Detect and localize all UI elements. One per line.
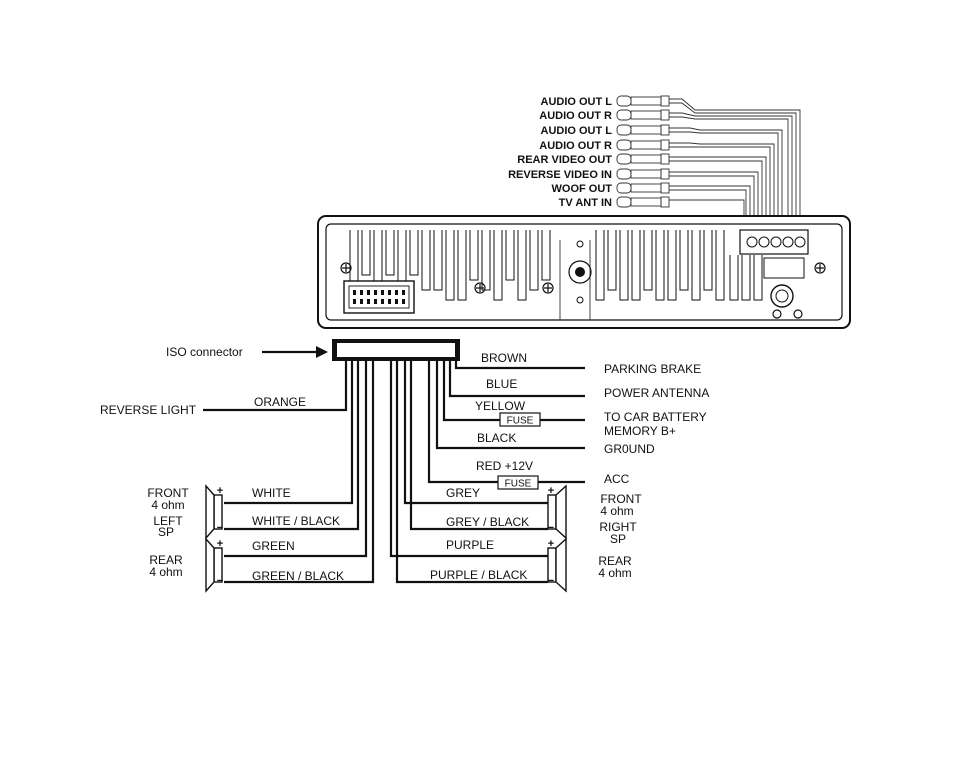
speaker-fr-line4: SP [610, 532, 626, 546]
rca-label-audio-out-l-2: AUDIO OUT L [541, 125, 613, 137]
rca-plug-2 [616, 109, 670, 121]
wire-label-grey: GREY [446, 486, 480, 500]
rca-labels: AUDIO OUT L AUDIO OUT R AUDIO OUT L AUDI… [508, 96, 612, 209]
rca-plug-7 [616, 182, 670, 194]
rca-label-audio-out-r-1: AUDIO OUT R [539, 110, 612, 122]
label-memory-b: MEMORY B+ [604, 424, 676, 438]
wire-label-green-black: GREEN / BLACK [252, 569, 344, 583]
label-reverse-light: REVERSE LIGHT [100, 403, 197, 417]
rca-plug-5 [616, 153, 670, 165]
rca-cables [669, 98, 801, 235]
wire-label-green: GREEN [252, 539, 295, 553]
speaker-rear-left-icon: + − [205, 537, 223, 593]
fuse-acc-label: FUSE [505, 479, 532, 490]
head-unit [317, 215, 851, 329]
heatsink-fins [349, 230, 763, 301]
label-ground: GR0UND [604, 442, 655, 456]
function-labels: PARKING BRAKE POWER ANTENNA TO CAR BATTE… [100, 362, 709, 486]
wire-label-purple-black: PURPLE / BLACK [430, 568, 527, 582]
rca-label-tv-ant-in: TV ANT IN [559, 197, 612, 209]
speaker-front-right-plus: + [548, 485, 554, 497]
speaker-fr-line1: FRONT [600, 492, 642, 506]
wire-label-brown: BROWN [481, 351, 527, 365]
speaker-front-right-minus: − [548, 522, 554, 534]
iso-arrow-icon [262, 346, 328, 358]
wire-label-grey-black: GREY / BLACK [446, 515, 529, 529]
speaker-rl-line2: 4 ohm [149, 565, 182, 579]
speaker-rear-left-plus: + [217, 538, 223, 550]
wire-labels: BROWN BLUE YELLOW BLACK RED +12V ORANGE … [252, 351, 533, 583]
speaker-rr-line2: 4 ohm [598, 566, 631, 580]
fuse-battery: FUSE [499, 412, 541, 427]
fuse-acc: FUSE [497, 475, 539, 490]
speaker-rear-right-icon: + − [547, 537, 567, 593]
rca-label-woof-out: WOOF OUT [552, 183, 613, 195]
wire-label-purple: PURPLE [446, 538, 494, 552]
rca-label-audio-out-r-2: AUDIO OUT R [539, 140, 612, 152]
speaker-rear-right-plus: + [548, 538, 554, 550]
speaker-front-left-icon: + − [205, 484, 223, 540]
iso-connector-plug [332, 339, 460, 361]
rca-plug-3 [616, 124, 670, 136]
rca-plugs [616, 95, 670, 208]
wire-label-orange: ORANGE [254, 395, 306, 409]
wire-label-black: BLACK [477, 431, 516, 445]
fuse-battery-label: FUSE [507, 416, 534, 427]
wire-label-white: WHITE [252, 486, 291, 500]
fan-mount [559, 240, 592, 320]
label-power-antenna: POWER ANTENNA [604, 386, 709, 400]
speaker-fl-line3: LEFT [153, 514, 183, 528]
speaker-labels: FRONT 4 ohm LEFT SP REAR 4 ohm FRONT 4 o… [147, 486, 642, 580]
speaker-rl-line1: REAR [149, 553, 183, 567]
wire-label-blue: BLUE [486, 377, 517, 391]
wires [203, 361, 585, 584]
speaker-fl-line4: SP [158, 525, 174, 539]
label-acc: ACC [604, 472, 630, 486]
unit-iso-socket [343, 280, 415, 314]
speaker-rear-left-minus: − [217, 575, 223, 587]
wire-label-red: RED +12V [476, 459, 533, 473]
rca-label-rear-video-out: REAR VIDEO OUT [517, 154, 612, 166]
rca-plug-6 [616, 168, 670, 180]
rca-label-audio-out-l-1: AUDIO OUT L [541, 96, 613, 108]
wire-label-yellow: YELLOW [475, 399, 526, 413]
speaker-rear-right-minus: − [548, 575, 554, 587]
speaker-fl-line1: FRONT [147, 486, 189, 500]
unit-rca-block [739, 229, 809, 308]
speaker-front-left-plus: + [217, 485, 223, 497]
iso-connector-label: ISO connector [166, 345, 243, 359]
label-parking-brake: PARKING BRAKE [604, 362, 701, 376]
speaker-fr-line2: 4 ohm [600, 504, 633, 518]
rca-plug-8 [616, 196, 670, 208]
rca-plug-4 [616, 139, 670, 151]
speaker-front-left-minus: − [217, 522, 223, 534]
wire-label-white-black: WHITE / BLACK [252, 514, 340, 528]
label-to-car-battery: TO CAR BATTERY [604, 410, 707, 424]
speaker-front-right-icon: + − [547, 484, 567, 540]
speaker-fl-line2: 4 ohm [151, 498, 184, 512]
rca-plug-1 [616, 95, 670, 107]
rca-label-reverse-video-in: REVERSE VIDEO IN [508, 169, 612, 181]
speaker-fr-line3: RIGHT [599, 520, 637, 534]
screws [340, 262, 826, 319]
speaker-rr-line1: REAR [598, 554, 632, 568]
